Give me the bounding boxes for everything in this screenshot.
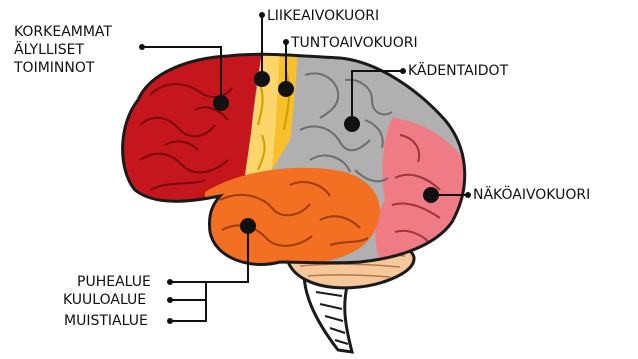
label-sensory-cortex: TUNTOAIVOKUORI <box>291 35 418 51</box>
label-memory-area: MUISTIALUE <box>64 313 148 329</box>
dot-hand-skills-start <box>400 68 406 74</box>
label-higher-functions-line3: TOIMINNOT <box>14 60 94 76</box>
label-speech-area: PUHEALUE <box>77 274 151 290</box>
dot-memory-area-start <box>167 318 173 324</box>
dot-hearing-area-start <box>167 297 173 303</box>
dot-higher-functions <box>213 95 229 111</box>
dot-sensory-cortex-start <box>283 39 289 45</box>
label-higher-functions-line1: KORKEAMMAT <box>14 24 112 40</box>
dot-hand-skills <box>344 116 360 132</box>
label-higher-functions-line2: ÄLYLLISET <box>14 42 84 58</box>
label-visual-cortex: NÄKÖAIVOKUORI <box>473 187 590 203</box>
cerebrum-lobes <box>110 50 480 270</box>
dot-visual-cortex <box>423 187 439 203</box>
label-hearing-area: KUULOALUE <box>63 292 146 308</box>
dot-speech-area-start <box>167 279 173 285</box>
dot-higher-functions-start <box>139 44 145 50</box>
dot-sensory-cortex <box>278 81 294 97</box>
dot-visual-cortex-start <box>465 192 471 198</box>
leader-group-hearing-memory <box>170 282 206 321</box>
label-motor-cortex: LIIKEAIVOKUORI <box>267 8 379 24</box>
dot-motor-cortex-start <box>259 12 265 18</box>
label-hand-skills: KÄDENTAIDOT <box>408 63 508 79</box>
dot-motor-cortex <box>254 71 270 87</box>
dot-speech-area <box>240 218 256 234</box>
